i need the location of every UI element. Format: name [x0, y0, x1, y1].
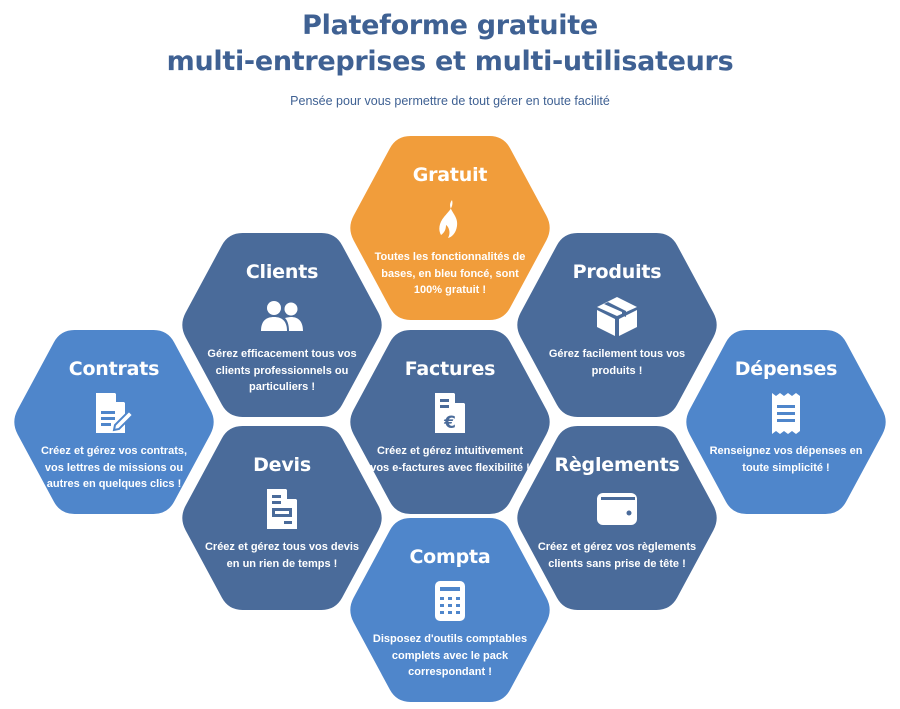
feature-title: Compta [409, 546, 491, 568]
feature-title: Gratuit [412, 164, 488, 186]
feature-title: Dépenses [734, 358, 838, 380]
calculator-icon [428, 579, 472, 623]
feature-reglements: Règlements Créez et gérez vos règlements… [522, 427, 712, 610]
feature-title: Devis [253, 454, 311, 476]
feature-description: Créez et gérez intuitivement vos e-factu… [370, 445, 530, 474]
receipt-icon [764, 391, 808, 435]
feature-produits: Produits Gérez facilement tous vos produ… [522, 234, 712, 417]
feature-depenses: Dépenses Renseignez vos dépenses en tout… [691, 331, 881, 514]
feature-title: Produits [572, 261, 662, 283]
contract-icon [92, 391, 136, 435]
feature-description: Créez et gérez tous vos devis en un rien… [204, 541, 360, 570]
feature-description: Créez et gérez vos contrats, vos lettres… [40, 445, 188, 490]
feature-devis: Devis Créez et gérez tous vos devis en u… [187, 427, 377, 610]
feature-contrats: Contrats Créez et gérez vos contrats, vo… [19, 331, 209, 514]
feature-description: Toutes les fonctionnalités de bases, en … [374, 251, 526, 296]
hexagon-produits [517, 233, 717, 417]
feature-description: Renseignez vos dépenses en toute simplic… [709, 445, 863, 474]
feature-factures: Factures € Créez et gérez intuitivement … [355, 331, 545, 514]
feature-description: Gérez facilement tous vos produits ! [548, 348, 686, 377]
feature-clients: Clients Gérez efficacement tous vos clie… [187, 234, 377, 417]
feature-title: Contrats [68, 358, 160, 380]
quote-document-icon [260, 487, 304, 531]
feature-compta: Compta Disposez d'outils comptables comp… [355, 519, 545, 702]
feature-description: Créez et gérez vos règlements clients sa… [537, 541, 697, 570]
box-icon [595, 294, 639, 338]
feature-title: Clients [245, 261, 319, 283]
users-icon [260, 294, 304, 338]
svg-text:€: € [443, 413, 456, 433]
title-line-2: multi-entreprises et multi-utilisateurs [166, 46, 734, 77]
feature-description: Gérez efficacement tous vos clients prof… [207, 348, 357, 393]
fire-icon [428, 197, 472, 241]
wallet-icon [595, 487, 639, 531]
feature-description: Disposez d'outils comptables complets av… [372, 633, 528, 678]
title-line-1: Plateforme gratuite [302, 10, 598, 41]
feature-gratuit: Gratuit Toutes les fonctionnalités de ba… [355, 137, 545, 320]
feature-title: Factures [404, 358, 496, 380]
page-subtitle: Pensée pour vous permettre de tout gérer… [290, 94, 610, 108]
page-title: Plateforme gratuite multi-entreprises et… [0, 8, 900, 80]
invoice-euro-icon: € [428, 391, 472, 435]
feature-title: Règlements [554, 454, 680, 476]
